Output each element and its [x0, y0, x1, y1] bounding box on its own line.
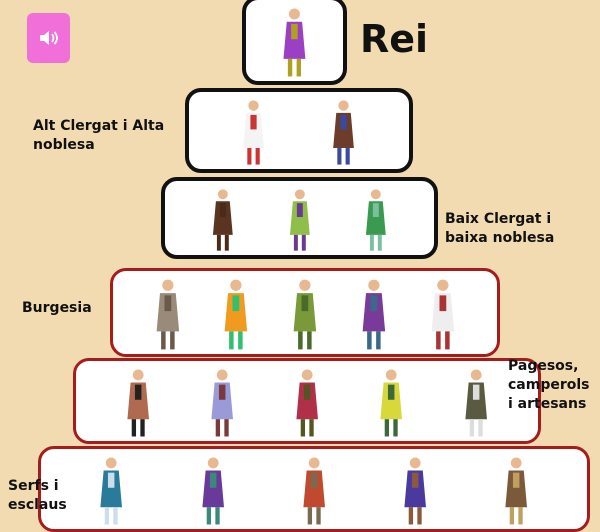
label-burgesia: Burgesia	[22, 300, 92, 316]
person-figure-image	[404, 457, 426, 525]
person-figure-image	[127, 369, 149, 437]
level-burgesia-box[interactable]	[110, 268, 500, 357]
person-figure-image	[100, 457, 123, 525]
person-figure-image	[464, 369, 487, 437]
sound-button[interactable]	[27, 13, 70, 63]
person-figure-image	[362, 279, 386, 350]
label-pagesos: Pagesos, camperols i artesans	[508, 358, 590, 412]
person-figure-image	[431, 279, 454, 350]
person-figure-image	[211, 369, 234, 437]
label-serfs: Serfs i esclaus	[8, 478, 67, 513]
person-figure-image	[365, 189, 386, 251]
label-baix-clergat: Baix Clergat i baixa noblesa	[445, 211, 555, 246]
person-figure-image	[224, 279, 248, 350]
label-alt-clergat: Alt Clergat i Alta noblesa	[33, 118, 165, 153]
level-alt-clergat-box[interactable]	[185, 88, 413, 173]
person-figure-image	[243, 100, 265, 165]
level-baix-clergat-box[interactable]	[161, 177, 438, 259]
label-rei: Rei	[360, 17, 429, 61]
person-figure-image	[213, 189, 234, 251]
person-figure-image	[201, 457, 224, 525]
person-figure-image	[289, 189, 310, 251]
level-serfs-box[interactable]	[38, 446, 590, 532]
person-figure-image	[283, 8, 306, 77]
person-figure-image	[380, 369, 403, 437]
person-figure-image	[293, 279, 317, 350]
person-figure-image	[505, 457, 528, 525]
speaker-icon	[39, 31, 58, 45]
level-rei-box[interactable]	[242, 0, 347, 85]
person-figure-image	[156, 279, 179, 350]
person-figure-image	[303, 457, 325, 525]
level-pagesos-box[interactable]	[73, 358, 541, 444]
person-figure-image	[296, 369, 318, 437]
person-figure-image	[333, 100, 355, 165]
